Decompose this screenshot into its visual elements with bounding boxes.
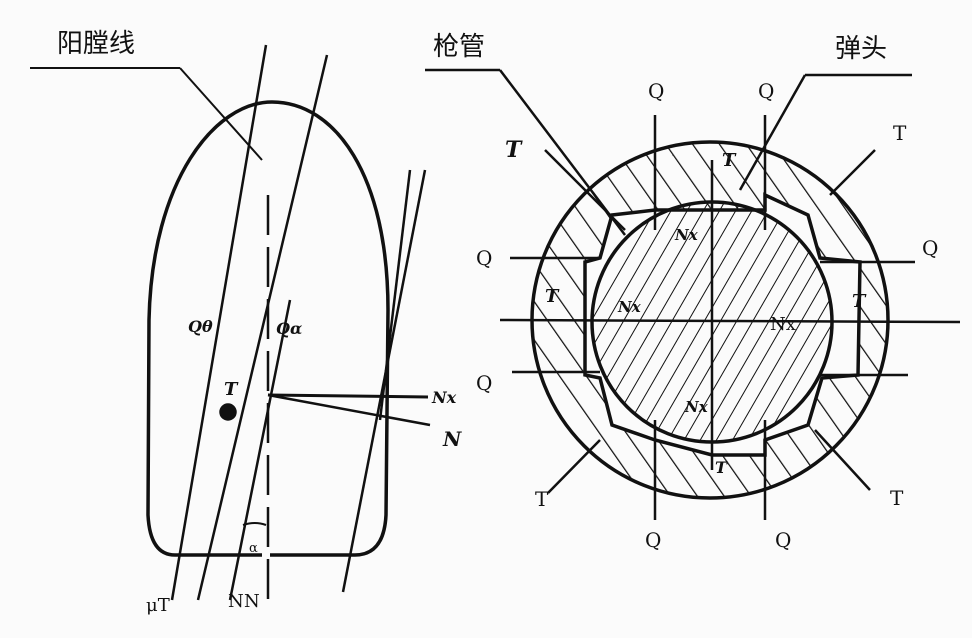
alpha-label: α (249, 541, 258, 556)
n-force-line (228, 299, 292, 601)
land-line-4 (378, 169, 412, 421)
bullet-label: 弹头 (835, 34, 887, 64)
t-label-bottom-right: T (890, 486, 904, 510)
t-line-bottom-right (814, 429, 871, 491)
nx-label-top: Nx (674, 226, 699, 244)
q-label-right: Q (922, 236, 938, 260)
q-label-bottom-right: Q (775, 528, 791, 552)
force-lines (425, 68, 961, 520)
land-line-1 (170, 44, 268, 601)
q-label-left-top: Q (476, 246, 492, 270)
n-bottom-label-1: N (228, 591, 244, 612)
t-label-top-right: T (893, 121, 907, 145)
t-line-bottom-left (547, 439, 601, 494)
q-label-bottom-left: Q (645, 528, 661, 552)
t-label-inner-top: T (722, 150, 737, 171)
positive-rifling-label: 阳膛线 (57, 29, 135, 59)
t-label-inner-bottom: T (715, 458, 728, 477)
nx-label-bottom: Nx (684, 398, 709, 416)
bullet-outline (146, 100, 390, 557)
center-horizontal-line (499, 318, 961, 324)
nx-vector (267, 393, 429, 399)
t-label-inner-right: T (852, 291, 867, 312)
t-line-top-right (829, 149, 876, 196)
alpha-arc (242, 522, 267, 526)
nx-label-right: Nx (770, 314, 796, 335)
land-line-2 (196, 54, 329, 601)
n-bottom-label-2: N (244, 591, 260, 612)
n-vector (267, 393, 431, 427)
q-label-top-left: Q (648, 79, 664, 103)
barrel-leader-diag (499, 69, 626, 236)
nx-label-left: Nx (617, 298, 642, 316)
q-label-top-right: Q (758, 79, 774, 103)
t-point (219, 403, 237, 421)
bullet-side-view (30, 44, 431, 601)
q-alpha-label: Qα (276, 319, 302, 338)
leader-line-diag (179, 67, 263, 161)
t-label-top-left: T (505, 137, 523, 163)
t-label: T (224, 379, 239, 400)
bullet-leader-diag (738, 74, 807, 191)
mu-t-label: μT (146, 595, 170, 616)
nx-label: Nx (431, 388, 457, 407)
q-theta-label: Qθ (188, 317, 213, 336)
barrel-label: 枪管 (433, 32, 485, 62)
t-label-inner-left: T (545, 286, 560, 307)
t-label-bottom-left: T (535, 487, 549, 511)
q-label-left-bottom: Q (476, 371, 492, 395)
n-label: N (442, 427, 462, 451)
